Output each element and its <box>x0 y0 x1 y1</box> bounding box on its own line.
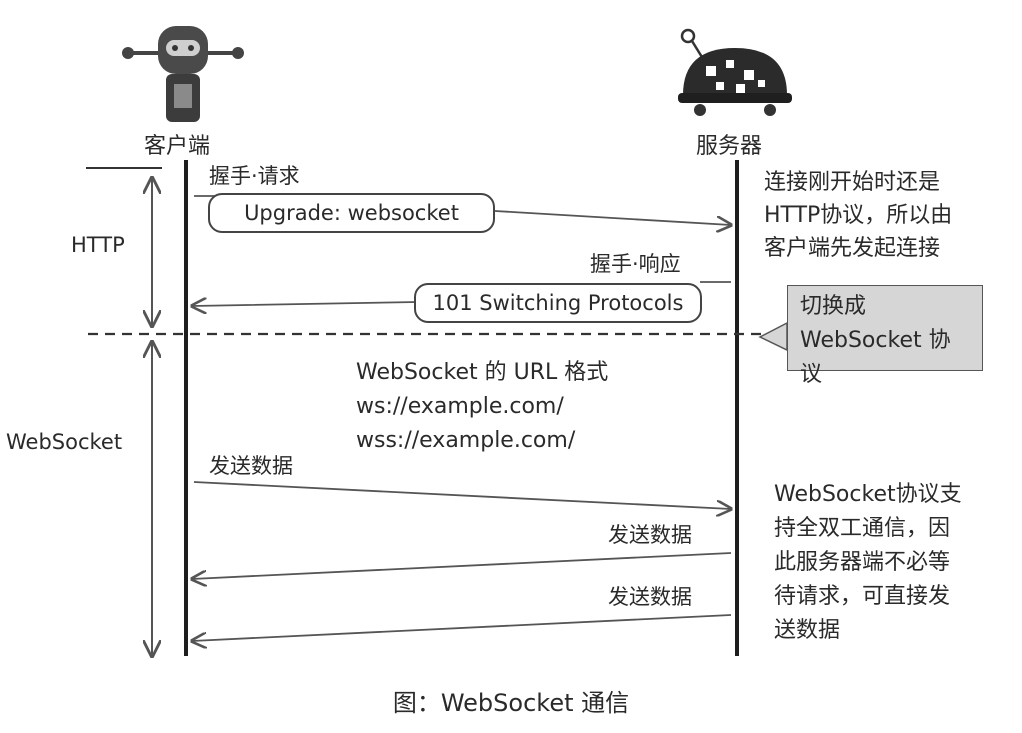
handshake-request-bubble: Upgrade: websocket <box>208 193 495 233</box>
send-data-label-client: 发送数据 <box>209 454 293 478</box>
data-arrow-client-to-server <box>193 481 731 509</box>
data-arrow-server-to-client-2 <box>192 614 732 641</box>
send-data-label-server-1: 发送数据 <box>608 523 692 547</box>
handshake-request-label: 握手·请求 <box>209 164 300 188</box>
http-phase-label: HTTP <box>71 233 125 257</box>
full-duplex-note: WebSocket协议支 持全双工通信，因 此服务器端不必等 待请求，可直接发 … <box>774 482 962 643</box>
protocol-switch-callout: 切换成 WebSocket 协议 <box>787 285 983 387</box>
callout-pointer <box>758 321 788 352</box>
websocket-phase-label: WebSocket <box>6 430 123 454</box>
http-start-note: 连接刚开始时还是 HTTP协议，所以由 客户端先发起连接 <box>764 170 953 261</box>
url-format-note: WebSocket 的 URL 格式 ws://example.com/ wss… <box>356 360 609 453</box>
handshake-response-arrow <box>192 281 731 306</box>
figure-caption: 图：WebSocket 通信 <box>392 689 630 717</box>
server-label: 服务器 <box>696 134 763 159</box>
data-arrow-server-to-client-1 <box>192 552 732 579</box>
handshake-response-bubble: 101 Switching Protocols <box>414 283 702 323</box>
handshake-response-label: 握手·响应 <box>590 252 681 276</box>
send-data-label-server-2: 发送数据 <box>608 585 692 609</box>
client-robot-icon <box>122 26 244 122</box>
client-label: 客户端 <box>144 134 211 159</box>
server-robot-icon <box>678 28 792 116</box>
